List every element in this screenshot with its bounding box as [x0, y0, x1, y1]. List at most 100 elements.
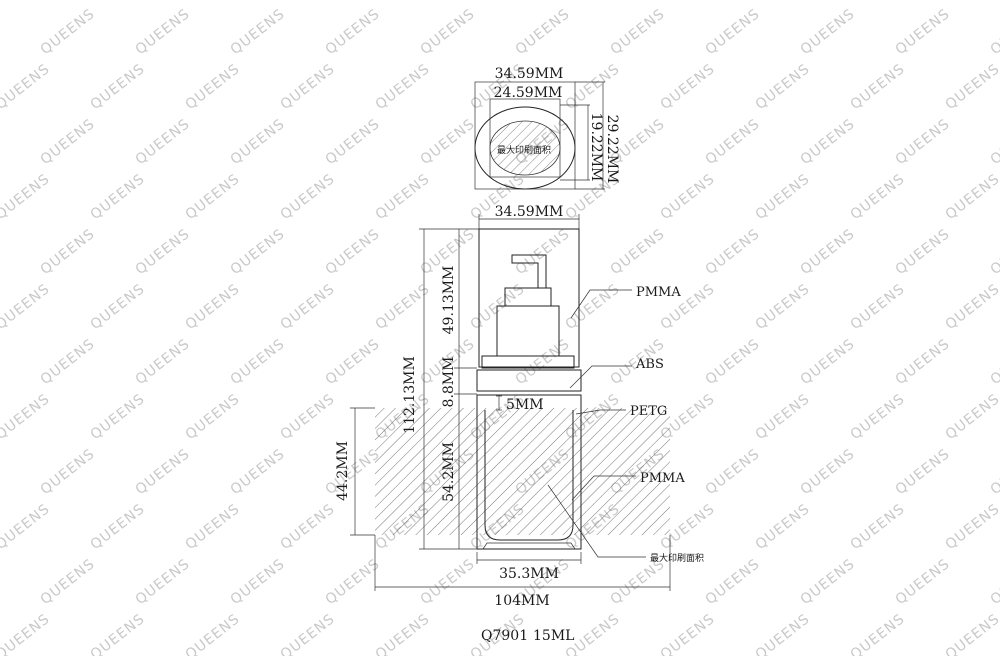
watermark-text: QUEENS [608, 226, 669, 278]
watermark-text: QUEENS [798, 336, 859, 388]
watermark-text: QUEENS [323, 336, 384, 388]
watermark-text: QUEENS [943, 391, 1000, 443]
watermark-text: QUEENS [228, 446, 289, 498]
gap-label: 5MM [506, 397, 544, 413]
watermark-text: QUEENS [848, 281, 909, 333]
watermark-text: QUEENS [943, 281, 1000, 333]
watermark-text: QUEENS [183, 171, 244, 223]
watermark-text: QUEENS [943, 501, 1000, 553]
watermark-text: QUEENS [373, 61, 434, 113]
watermark-text: QUEENS [703, 6, 764, 58]
cap-height-label: 49.13MM [441, 266, 457, 335]
watermark-text: QUEENS [988, 336, 1000, 388]
watermark-text: QUEENS [0, 281, 53, 333]
watermark-text: QUEENS [753, 61, 814, 113]
watermark-text: QUEENS [608, 6, 669, 58]
cap-outline [478, 228, 580, 368]
watermark-text: QUEENS [893, 556, 954, 608]
watermark-text: QUEENS [563, 281, 624, 333]
watermark-text: QUEENS [563, 0, 624, 3]
pump-flange [481, 355, 575, 369]
watermark-text: QUEENS [183, 61, 244, 113]
watermark-text: QUEENS [753, 611, 814, 656]
watermark-text: QUEENS [228, 336, 289, 388]
watermark-text: QUEENS [0, 501, 53, 553]
print-band [375, 408, 670, 535]
watermark-text: QUEENS [893, 116, 954, 168]
top-view: 34.59MM 24.59MM 29.22MM 19.22MM 最大印刷面积 [474, 66, 620, 190]
watermark-text: QUEENS [373, 611, 434, 656]
watermark-text: QUEENS [38, 556, 99, 608]
watermark-text: QUEENS [893, 336, 954, 388]
watermark-text: QUEENS [323, 6, 384, 58]
watermark-text: QUEENS [133, 6, 194, 58]
watermark-text: QUEENS [133, 446, 194, 498]
watermark-text: QUEENS [0, 171, 53, 223]
watermark-text: QUEENS [418, 116, 479, 168]
watermark-text: QUEENS [988, 446, 1000, 498]
inner-material-label: PETG [630, 404, 667, 419]
top-outer-width-label: 34.59MM [495, 66, 564, 82]
watermark-text: QUEENS [323, 226, 384, 278]
watermark-text: QUEENS [848, 61, 909, 113]
watermark-text: QUEENS [798, 226, 859, 278]
watermark-text: QUEENS [988, 116, 1000, 168]
watermark-text: QUEENS [38, 446, 99, 498]
top-print-area-label: 最大印刷面积 [497, 144, 551, 156]
watermark-text: QUEENS [658, 0, 719, 3]
watermark-text: QUEENS [88, 281, 149, 333]
watermark-text: QUEENS [943, 0, 1000, 3]
watermark-text: QUEENS [988, 226, 1000, 278]
top-inner-height-label: 19.22MM [588, 113, 604, 182]
watermark-text: QUEENS [513, 6, 574, 58]
watermark-text: QUEENS [278, 61, 339, 113]
top-outer-height-label: 29.22MM [604, 115, 620, 184]
watermark-text: QUEENS [183, 391, 244, 443]
watermark-text: QUEENS [703, 446, 764, 498]
top-view-outer-box [474, 81, 576, 190]
watermark-text: QUEENS [848, 171, 909, 223]
collar-material-label: ABS [635, 357, 664, 372]
watermark-text: QUEENS [278, 611, 339, 656]
watermark-text: QUEENS [228, 556, 289, 608]
watermark-text: QUEENS [88, 171, 149, 223]
watermark-text: QUEENS [798, 6, 859, 58]
watermark-text: QUEENS [513, 226, 574, 278]
watermark-text: QUEENS [373, 0, 434, 3]
watermark-text: QUEENS [183, 0, 244, 3]
watermark-text: QUEENS [513, 336, 574, 388]
volume-label: 15ML [533, 628, 574, 644]
top-view-inner-box [489, 98, 561, 178]
watermark-text: QUEENS [658, 61, 719, 113]
watermark-text: QUEENS [88, 611, 149, 656]
watermark-text: QUEENS [0, 0, 53, 3]
watermark-text: QUEENS [88, 61, 149, 113]
watermark-text: QUEENS [183, 611, 244, 656]
watermark-text: QUEENS [798, 116, 859, 168]
bottom-width-label: 35.3MM [499, 566, 559, 582]
watermark-text: QUEENS [183, 501, 244, 553]
watermark-text: QUEENS [943, 61, 1000, 113]
watermark-text: QUEENS [893, 226, 954, 278]
watermark-text: QUEENS [278, 0, 339, 3]
cap-material-label: PMMA [636, 285, 681, 300]
watermark-text: QUEENS [753, 281, 814, 333]
watermark-text: QUEENS [0, 391, 53, 443]
watermark-text: QUEENS [848, 391, 909, 443]
watermark-text: QUEENS [703, 116, 764, 168]
watermark-text: QUEENS [658, 611, 719, 656]
watermark-text: QUEENS [943, 611, 1000, 656]
side-view: 34.59MM 112.13MM 49.13MM 8.8MM 54.2MM 44… [335, 204, 704, 609]
watermark-text: QUEENS [753, 171, 814, 223]
bottle-inner-outline [484, 410, 574, 541]
watermark-text: QUEENS [418, 6, 479, 58]
watermark-text: QUEENS [658, 171, 719, 223]
watermark-text: QUEENS [88, 391, 149, 443]
watermark-text: QUEENS [183, 281, 244, 333]
watermark-text: QUEENS [133, 556, 194, 608]
watermark-text: QUEENS [753, 391, 814, 443]
watermark-text: QUEENS [798, 556, 859, 608]
watermark-text: QUEENS [753, 0, 814, 3]
watermark-text: QUEENS [988, 556, 1000, 608]
